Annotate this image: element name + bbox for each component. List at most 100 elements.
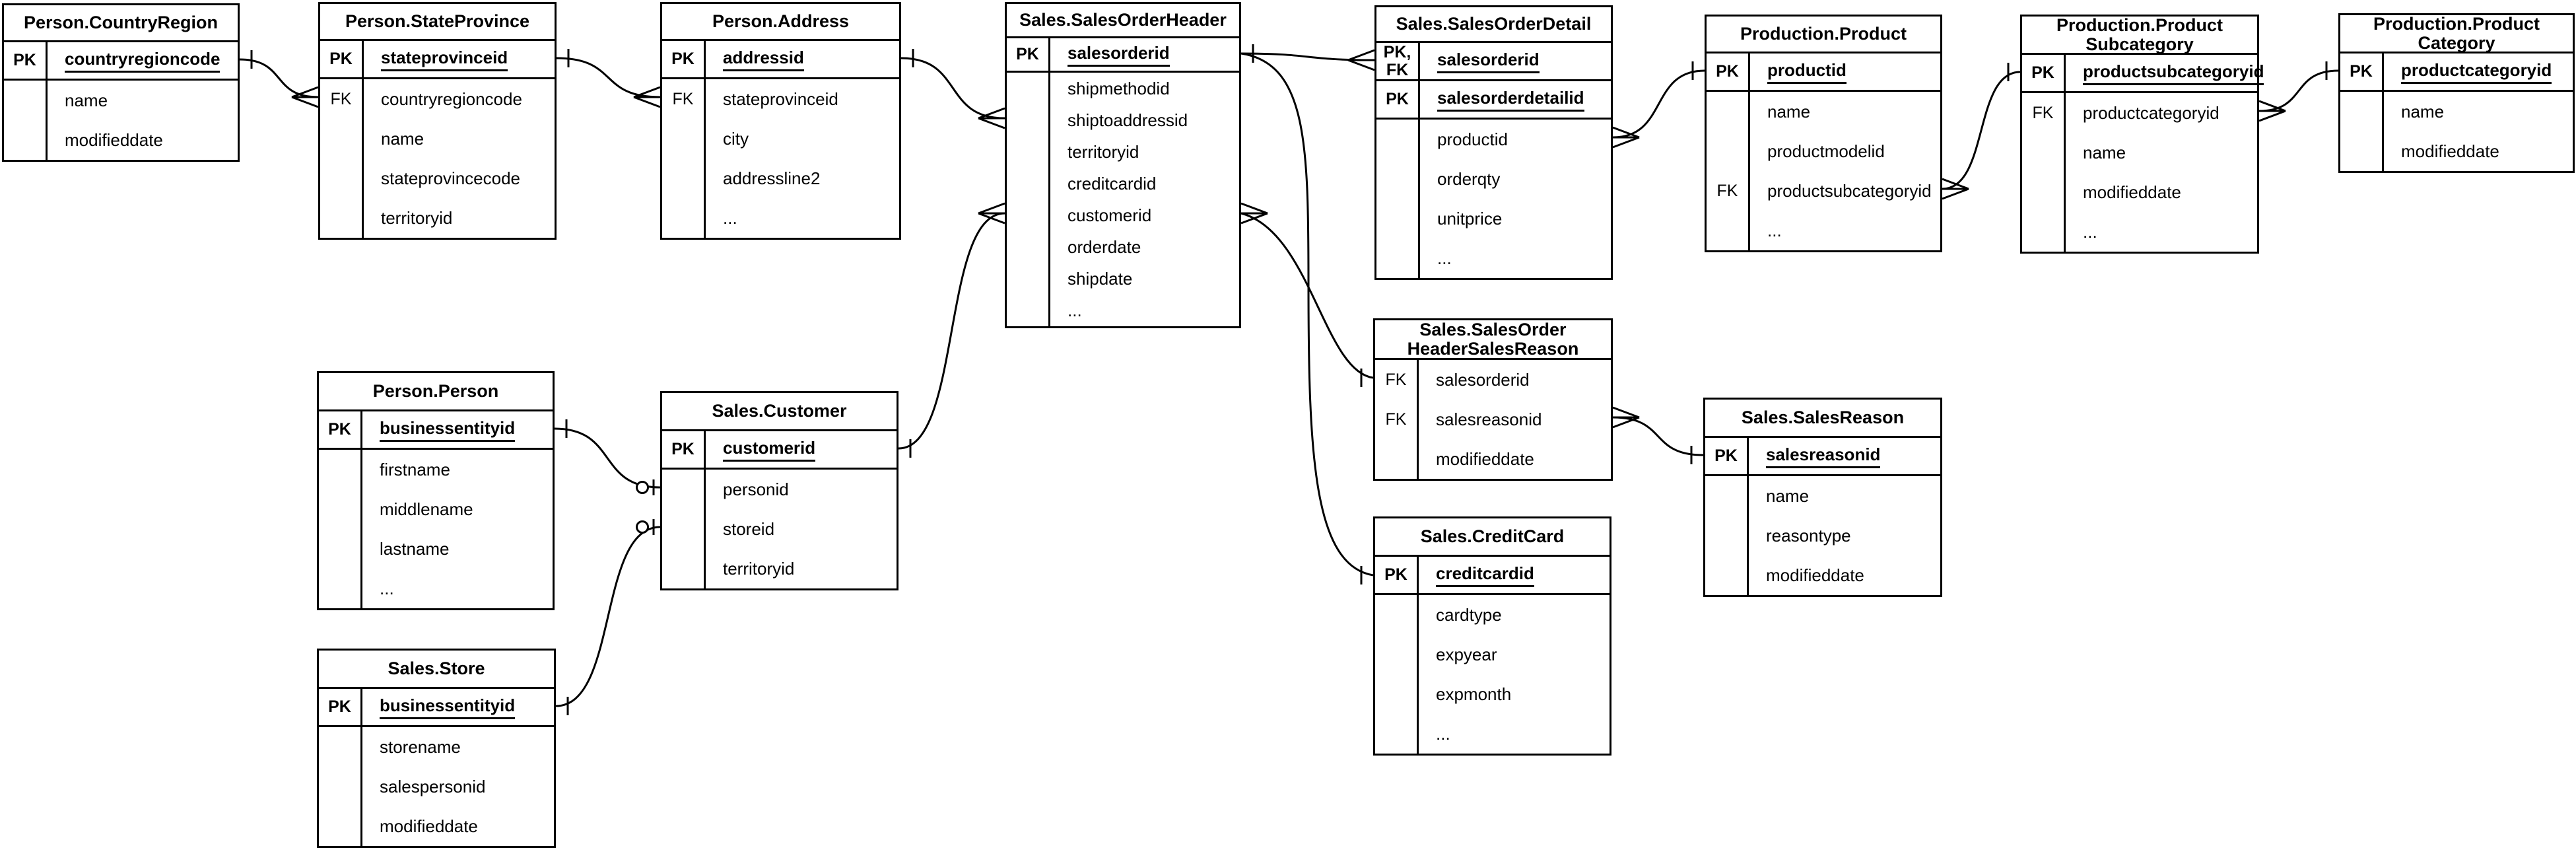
attribute-name: productid (1750, 53, 1940, 90)
attribute-name: firstname (362, 450, 553, 489)
attribute-text: ... (380, 578, 394, 598)
entity-title-line: Sales.SalesReason (1741, 407, 1905, 427)
attribute-text: stateprovinceid (381, 48, 508, 71)
key-label-empty (662, 509, 706, 549)
attribute-text: productid (1437, 129, 1508, 149)
attribute-name: ... (2066, 212, 2257, 252)
key-label-empty (2340, 92, 2384, 131)
key-label-empty (320, 198, 364, 238)
attribute-row: modifieddate (1375, 439, 1611, 479)
attribute-text: salesorderid (1436, 369, 1530, 390)
attribute-row: shipdate (1007, 263, 1239, 295)
relationship-stateprovince-address (556, 49, 661, 108)
attribute-name: modifieddate (2066, 172, 2257, 212)
attribute-name: reasontype (1749, 516, 1940, 555)
key-label: PK (662, 41, 706, 77)
attribute-row: name (2340, 92, 2573, 131)
attribute-name: salesorderdetailid (1420, 81, 1611, 118)
attribute-text: ... (1436, 723, 1450, 744)
attribute-text: customerid (723, 438, 816, 462)
entity-title: Sales.SalesOrderHeader (1007, 4, 1239, 38)
attribute-name: salesorderid (1050, 38, 1239, 71)
key-label: PK (1375, 557, 1419, 593)
key-label: PK (1705, 438, 1749, 474)
attribute-row: name (320, 119, 555, 159)
attribute-rows: cardtype expyear expmonth... (1375, 595, 1610, 754)
attribute-row: reasontype (1705, 516, 1940, 555)
attribute-text: name (381, 128, 424, 149)
attribute-text: firstname (380, 459, 450, 479)
cardinality-zero-circle (636, 481, 649, 494)
entity-title-line: Production.Product (2056, 15, 2223, 35)
attribute-text: middlename (380, 499, 473, 519)
key-label-empty (662, 159, 706, 198)
attribute-name: middlename (362, 489, 553, 529)
key-label-empty (1007, 136, 1050, 168)
entity-title-line: Person.Person (372, 381, 499, 401)
entity-title: Sales.Store (319, 651, 554, 689)
attribute-name: shipmethodid (1050, 73, 1239, 104)
attribute-text: territoryid (1068, 141, 1139, 162)
entity-title: Sales.Customer (662, 393, 897, 431)
key-label: PK (1707, 53, 1750, 90)
attribute-text: modifieddate (1766, 565, 1864, 585)
attribute-name: salesorderid (1419, 360, 1611, 400)
cardinality-many-crow-foot (2258, 100, 2286, 122)
key-label-empty (2022, 172, 2066, 212)
attribute-text: unitprice (1437, 208, 1503, 229)
cardinality-zero-circle (636, 520, 649, 534)
entity-title: Sales.CreditCard (1375, 518, 1610, 557)
cardinality-many-crow-foot (633, 86, 661, 108)
attribute-text: productcategoryid (2083, 102, 2220, 123)
attribute-text: territoryid (723, 558, 795, 579)
attribute-text: cardtype (1436, 604, 1502, 625)
key-label: PK (2340, 53, 2384, 90)
attribute-row: name (2022, 133, 2257, 172)
key-label-empty (319, 767, 362, 806)
key-label-empty (319, 806, 362, 846)
key-label-empty (1705, 476, 1749, 516)
key-label-empty (320, 119, 364, 159)
attribute-text: expyear (1436, 644, 1497, 664)
attribute-name: ... (1419, 714, 1610, 754)
attribute-name: shiptoaddressid (1050, 104, 1239, 136)
attribute-name: businessentityid (362, 689, 554, 725)
attribute-name: city (706, 119, 899, 159)
key-label-empty (1376, 159, 1420, 199)
attribute-name: name (2384, 92, 2573, 131)
attribute-text: shipdate (1068, 268, 1133, 289)
attribute-text: salesreasonid (1436, 409, 1542, 429)
attribute-text: productsubcategoryid (2083, 61, 2264, 85)
attribute-row: ... (1007, 295, 1239, 326)
key-label-empty (1705, 555, 1749, 595)
attribute-name: customerid (1050, 199, 1239, 231)
key-label-empty (4, 81, 48, 120)
entity-title-line: Category (2418, 32, 2495, 53)
attribute-name: modifieddate (362, 806, 554, 846)
attribute-text: ... (1767, 220, 1782, 240)
attribute-name: cardtype (1419, 595, 1610, 635)
attribute-row: orderqty (1376, 159, 1611, 199)
attribute-text: expmonth (1436, 684, 1512, 704)
attribute-name: ... (1750, 211, 1940, 250)
attribute-text: businessentityid (380, 418, 516, 442)
attribute-text: countryregioncode (381, 88, 522, 109)
attribute-row: addressline2 (662, 159, 899, 198)
key-label-empty (2022, 133, 2066, 172)
attribute-text: modifieddate (1436, 448, 1534, 469)
key-label-empty (1007, 295, 1050, 326)
attribute-name: personid (706, 470, 897, 509)
